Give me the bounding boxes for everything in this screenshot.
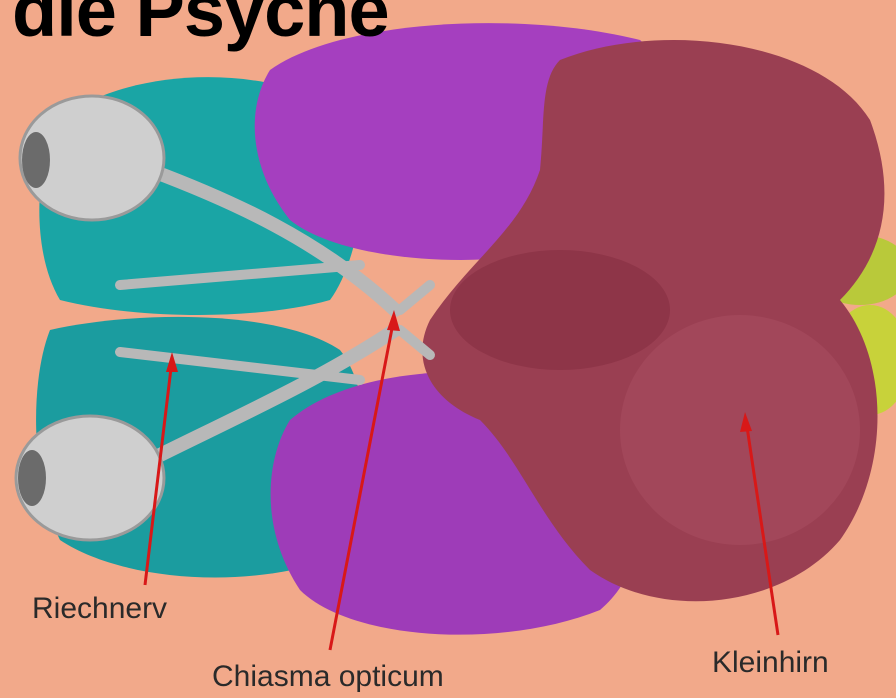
cornea-bottom bbox=[18, 450, 46, 506]
pons bbox=[450, 250, 670, 370]
kleinhirn-hemisphere bbox=[620, 315, 860, 545]
eye-top bbox=[20, 96, 164, 220]
label-riechnerv: Riechnerv bbox=[32, 592, 167, 626]
label-kleinhirn: Kleinhirn bbox=[712, 646, 829, 680]
page-title: die Psyche bbox=[12, 0, 389, 48]
eye-bottom bbox=[16, 416, 164, 540]
label-chiasma-opticum: Chiasma opticum bbox=[212, 660, 444, 694]
cornea-top bbox=[22, 132, 50, 188]
